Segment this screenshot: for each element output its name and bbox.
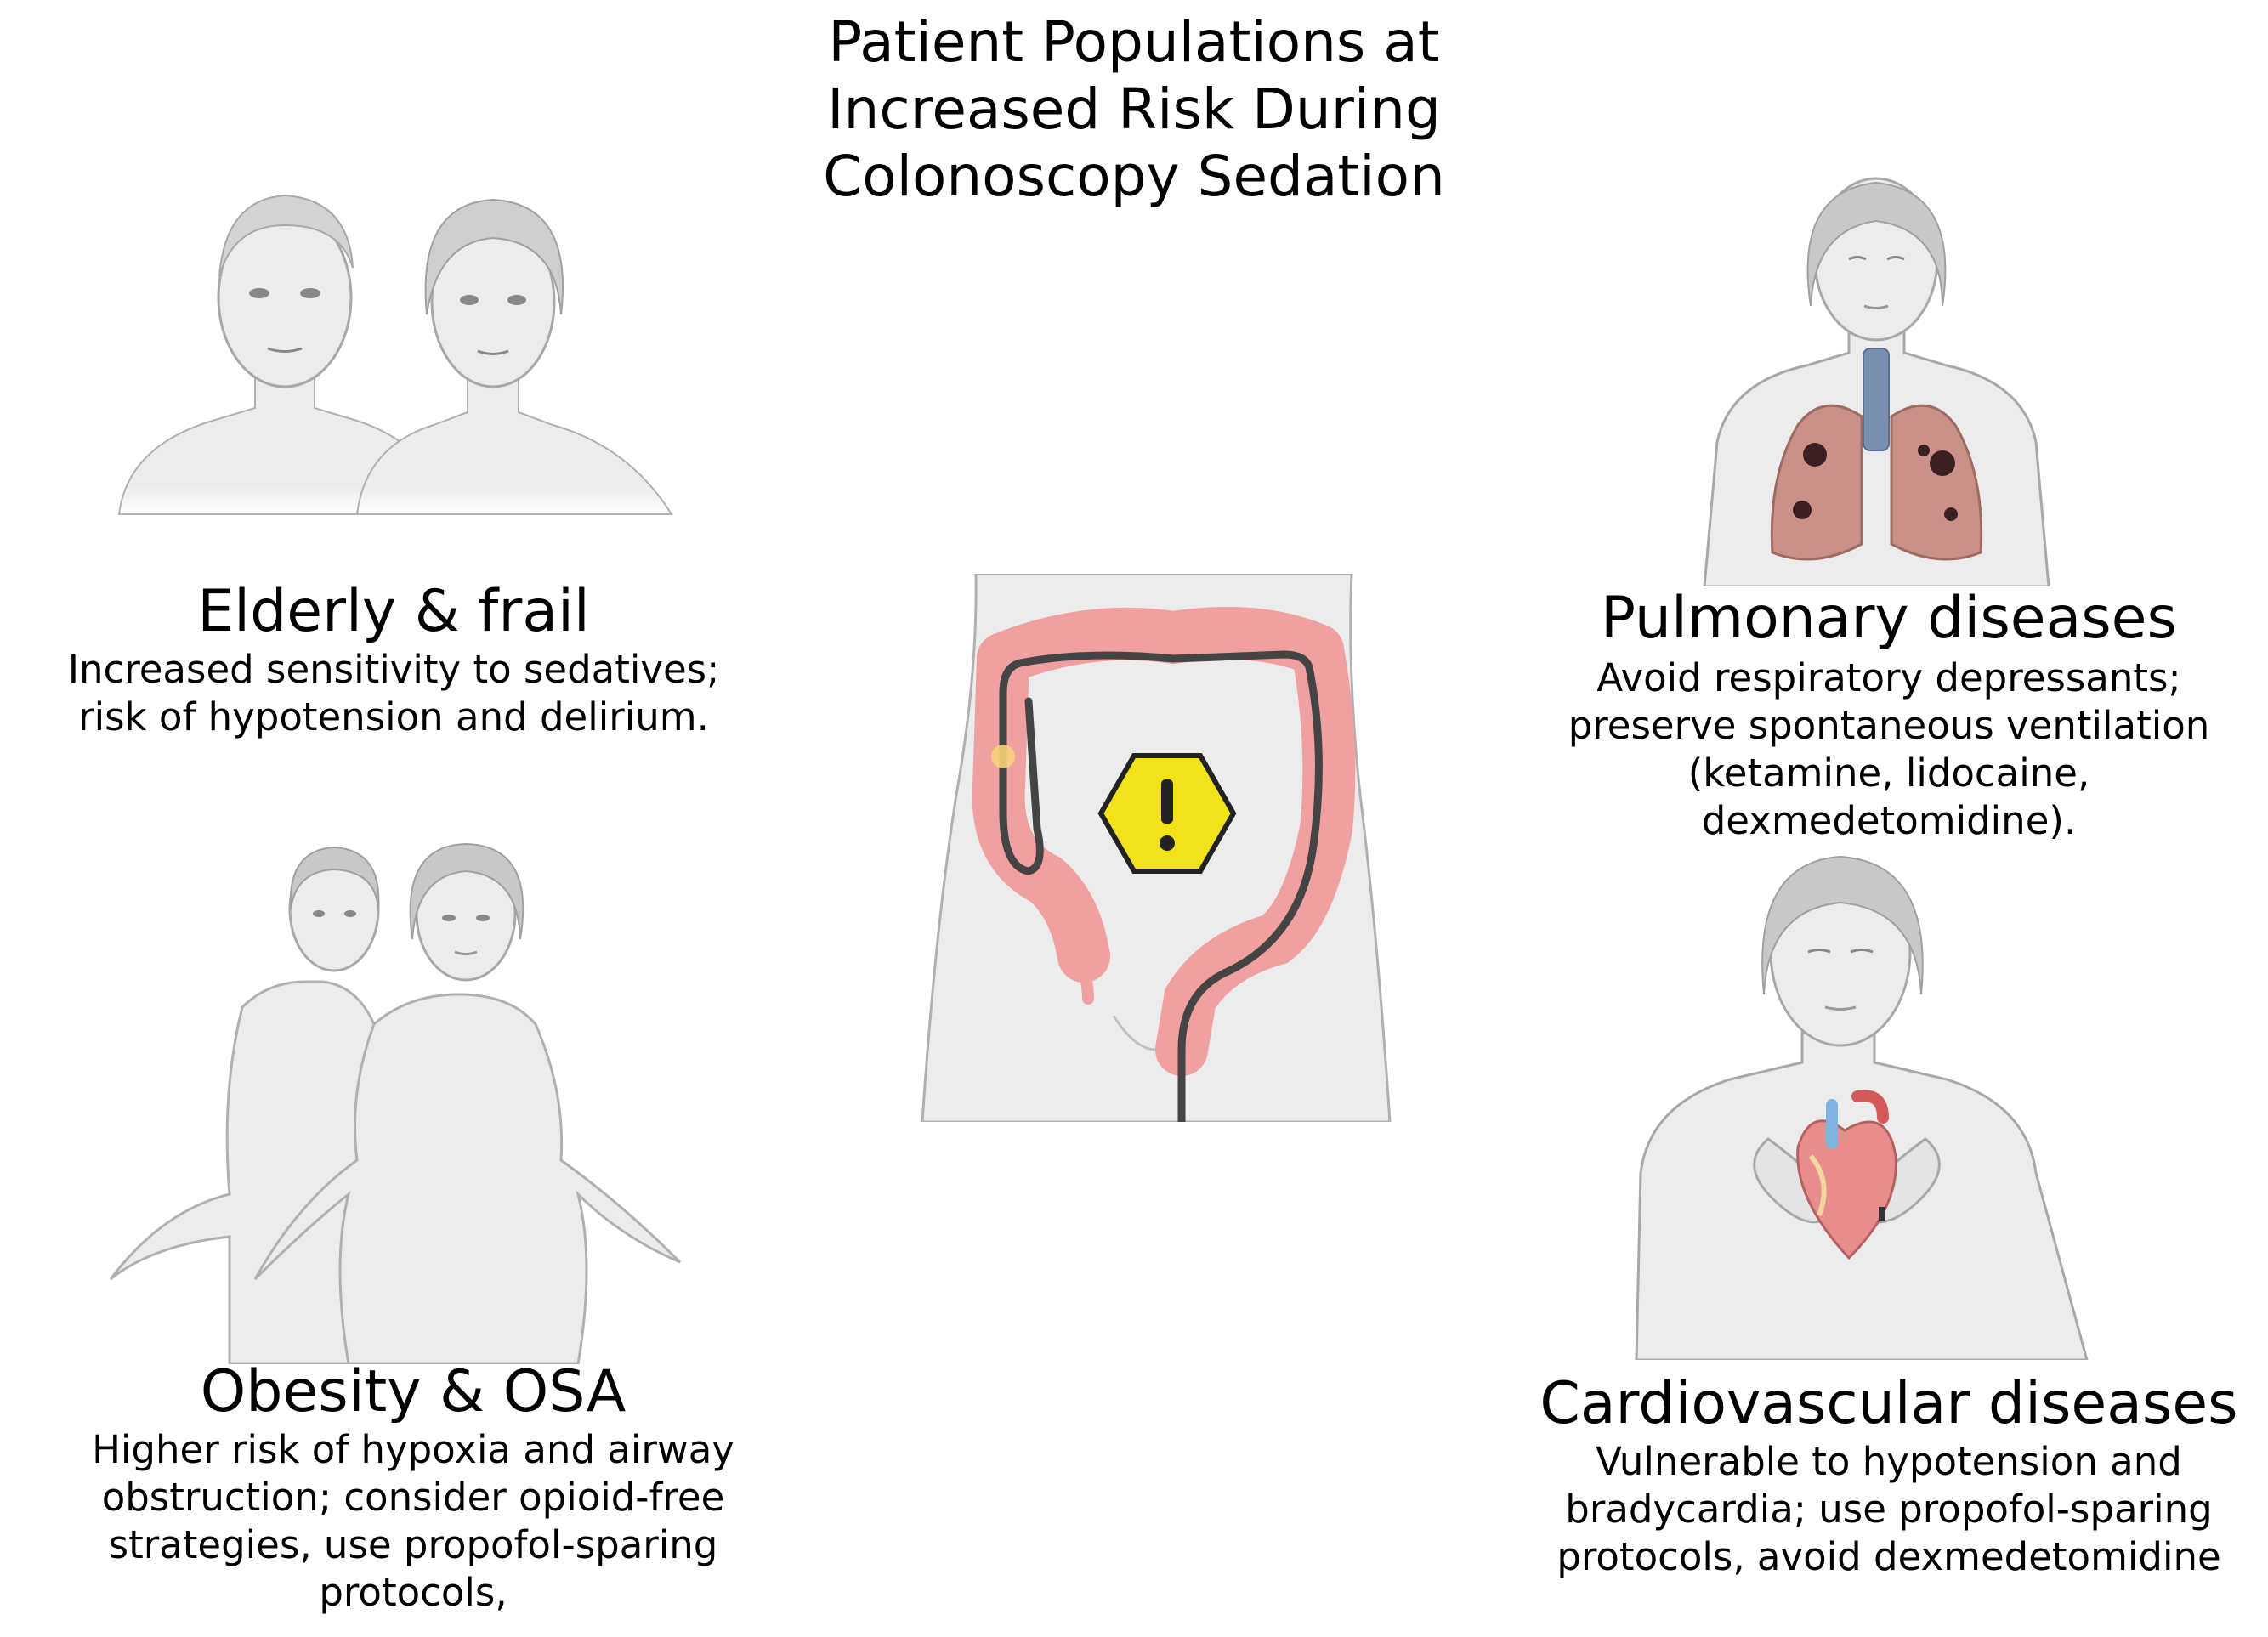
elderly-line-2: risk of hypotension and delirium.: [78, 694, 709, 739]
pulmonary-line-4: dexmedetomidine).: [1701, 798, 2077, 843]
cardio-heading: Cardiovascular diseases: [1539, 1370, 2238, 1437]
colon-icon: [972, 607, 1356, 1122]
elderly-couple-illustration: [117, 194, 673, 515]
trachea-shape: [1863, 348, 1890, 451]
title-line-1: Patient Populations at: [828, 9, 1440, 75]
pulmonary-heading: Pulmonary diseases: [1601, 585, 2177, 652]
lungs-icon: [1770, 404, 1983, 561]
pulmonary-patient-illustration: [1703, 177, 2050, 586]
cardio-description: Vulnerable to hypotension and bradycardi…: [1464, 1438, 2268, 1581]
cardio-line-2: bradycardia; use propofol-sparing: [1565, 1487, 2213, 1532]
obesity-line-1: Higher risk of hypoxia and airway: [92, 1427, 734, 1472]
pulmonary-line-2: preserve spontaneous ventilation: [1568, 703, 2210, 748]
warning-hexagon-icon: [1097, 753, 1237, 874]
obesity-heading: Obesity & OSA: [200, 1358, 627, 1425]
title-line-3: Colonoscopy Sedation: [823, 144, 1445, 209]
cardio-line-1: Vulnerable to hypotension and: [1596, 1439, 2182, 1484]
elderly-heading: Elderly & frail: [197, 578, 590, 645]
obesity-line-2: obstruction; consider opioid-free: [101, 1475, 725, 1520]
title-line-2: Increased Risk During: [827, 76, 1441, 142]
pulmonary-description: Avoid respiratory depressants; preserve …: [1506, 654, 2268, 845]
obesity-description: Higher risk of hypoxia and airway obstru…: [31, 1426, 796, 1617]
elderly-line-1: Increased sensitivity to sedatives;: [67, 647, 720, 692]
obesity-line-4: protocols,: [319, 1570, 507, 1615]
cardio-line-3: protocols, avoid dexmedetomidine: [1556, 1534, 2221, 1579]
pulmonary-line-1: Avoid respiratory depressants;: [1596, 655, 2181, 700]
pulmonary-line-3: (ketamine, lidocaine,: [1687, 751, 2090, 796]
obesity-line-3: strategies, use propofol-sparing: [108, 1522, 718, 1567]
elderly-description: Increased sensitivity to sedatives; risk…: [11, 646, 776, 741]
obese-couple-illustration: [109, 842, 682, 1364]
colon-illustration: [921, 574, 1392, 1122]
diagram-title: Patient Populations at Increased Risk Du…: [709, 8, 1559, 210]
cardiovascular-patient-illustration: [1635, 855, 2089, 1360]
heart-icon: [1796, 1090, 1897, 1260]
